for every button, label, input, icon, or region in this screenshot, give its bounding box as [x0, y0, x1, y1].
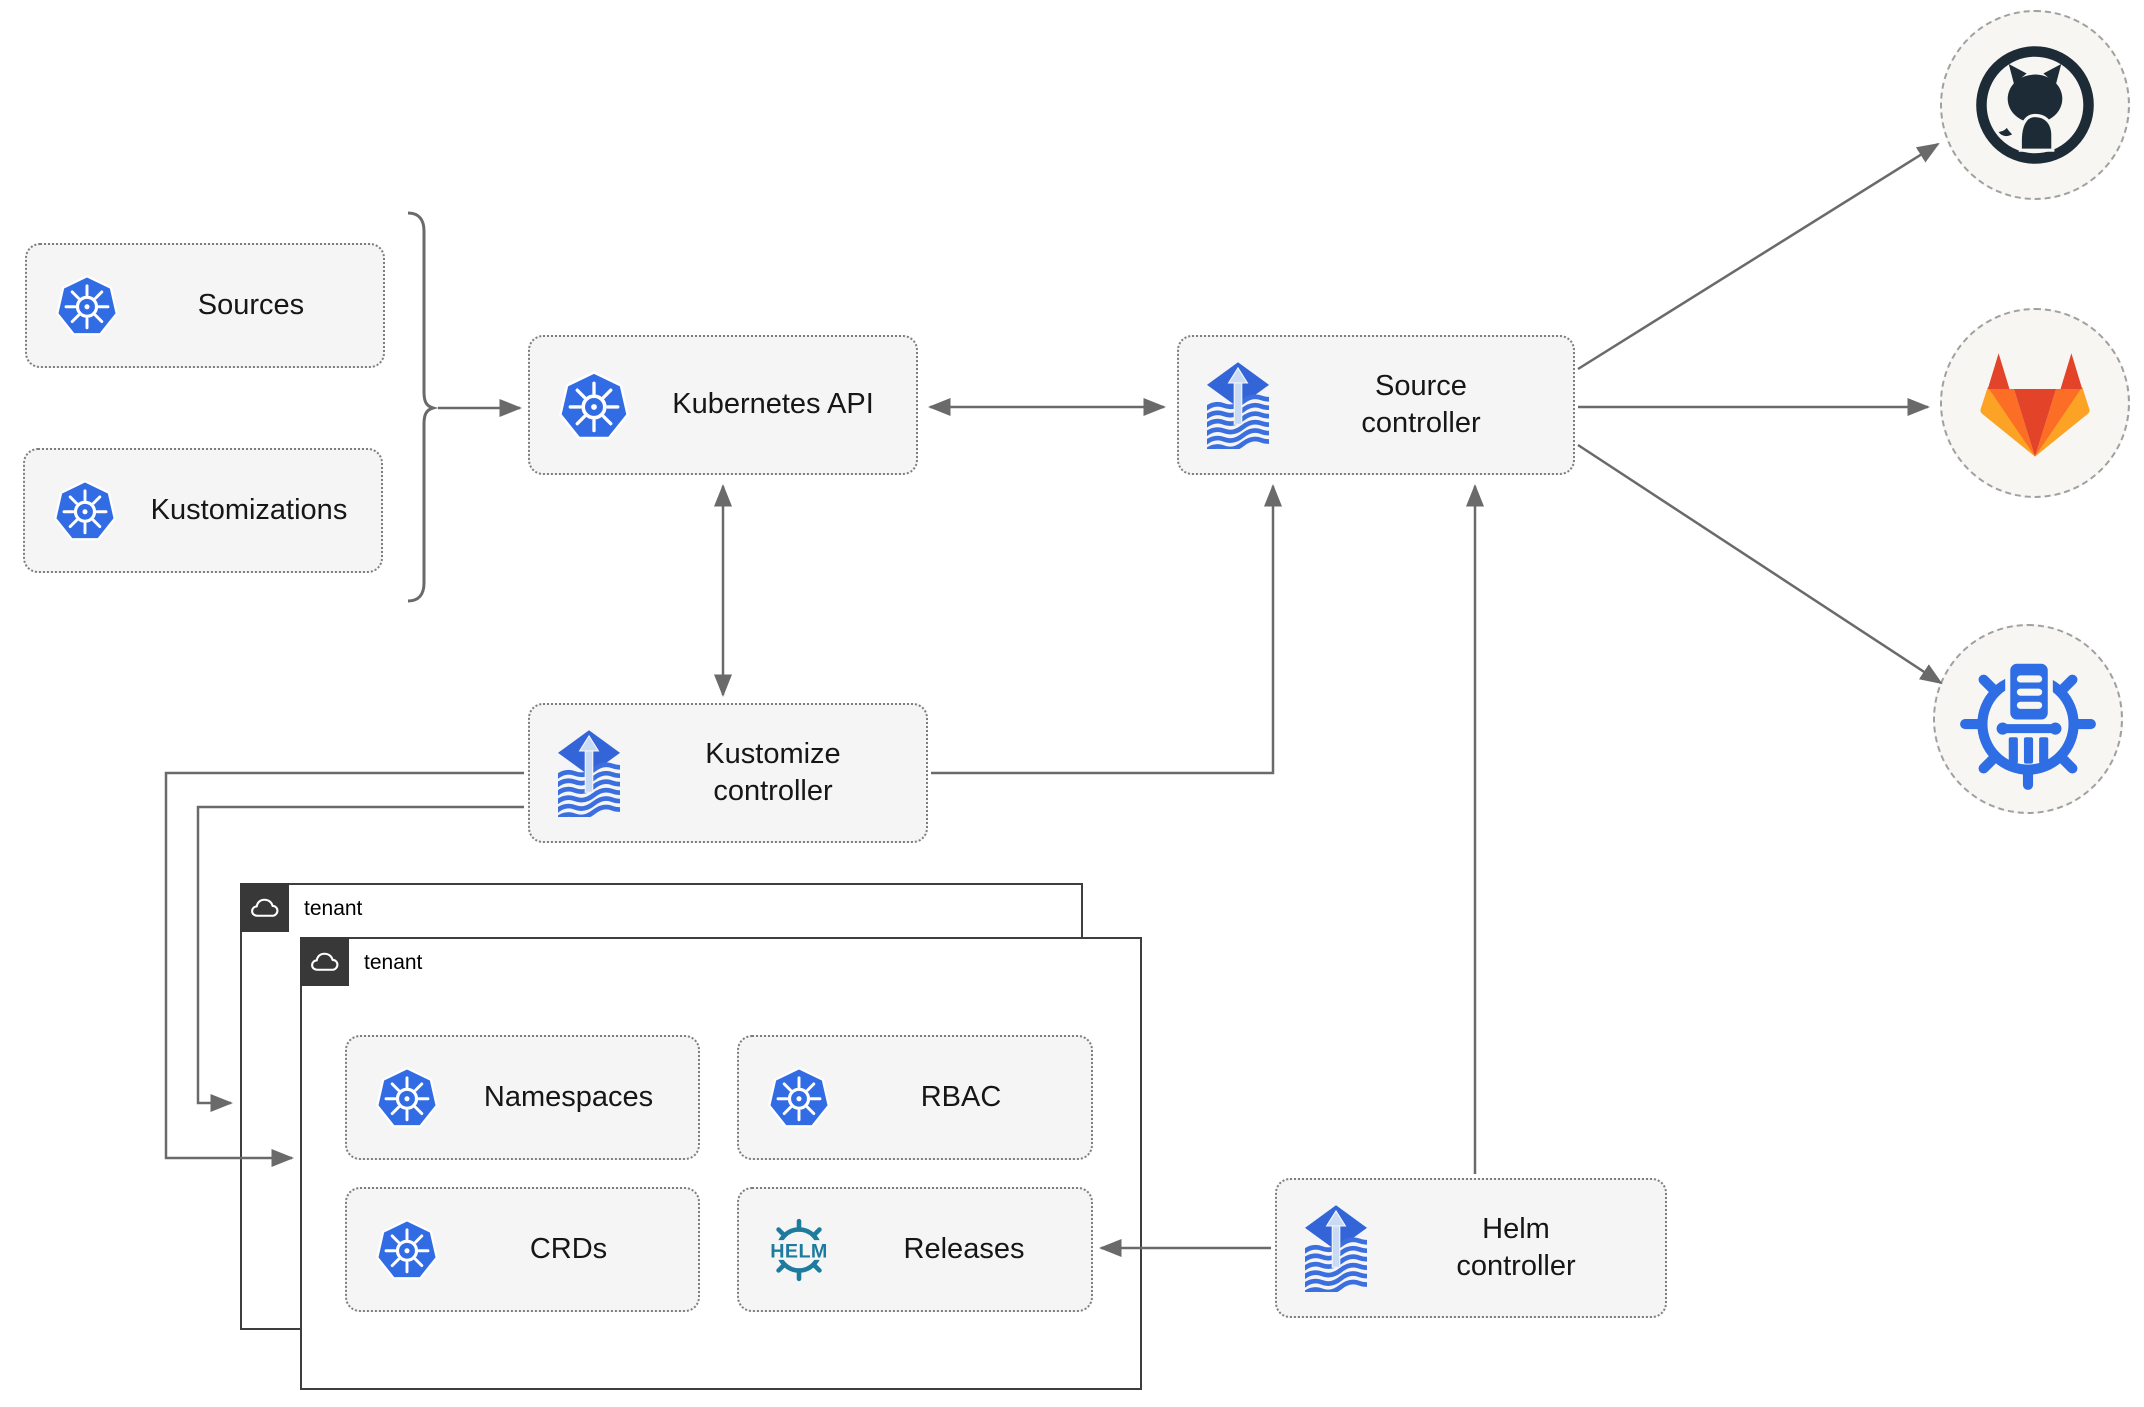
- inner-tenant-box: tenant: [299, 936, 1142, 1390]
- gitlab-icon: [1980, 353, 2090, 457]
- node-kustomize-controller: Kustomize controller: [528, 703, 928, 843]
- node-sources-label: Sources: [197, 288, 305, 321]
- cloud-icon: [299, 936, 349, 986]
- node-releases-label: Releases: [903, 1232, 1025, 1265]
- kubernetes-icon: [558, 371, 630, 440]
- outer-tenant-label: tenant: [304, 897, 363, 920]
- edge-kustomize-controller-to-source-controller: [931, 483, 1283, 775]
- node-crds-label: CRDs: [529, 1232, 608, 1265]
- node-helm-controller-label: Helm controller: [1456, 1212, 1576, 1282]
- cloud-icon: [239, 882, 289, 932]
- node-sources: Sources: [25, 243, 385, 368]
- node-rbac: RBAC: [737, 1035, 1093, 1160]
- flux-icon: [1305, 1205, 1367, 1292]
- edge-source-controller-to-github: [1577, 142, 1940, 371]
- node-namespaces: Namespaces: [345, 1035, 700, 1160]
- helm-repository-endpoint: [1933, 624, 2123, 814]
- node-kustomizations: Kustomizations: [23, 448, 383, 573]
- helm-icon: HELM: [765, 1218, 833, 1281]
- node-kubernetes-api: Kubernetes API: [528, 335, 918, 475]
- node-kubernetes-api-label: Kubernetes API: [672, 388, 874, 421]
- node-kustomizations-label: Kustomizations: [150, 493, 348, 526]
- kubernetes-icon: [767, 1067, 831, 1128]
- flux-icon: [558, 730, 620, 817]
- node-namespaces-label: Namespaces: [483, 1080, 654, 1113]
- node-source-controller-label: Source controller: [1361, 369, 1481, 439]
- node-releases: HELM Releases: [737, 1187, 1093, 1312]
- inner-tenant-label: tenant: [364, 951, 423, 974]
- kubernetes-icon: [375, 1219, 439, 1280]
- github-icon: [1976, 46, 2094, 164]
- node-rbac-label: RBAC: [920, 1080, 1002, 1113]
- edge-source-controller-to-helm-repository: [1577, 443, 1943, 685]
- gitlab-endpoint: [1940, 308, 2130, 498]
- flux-icon: [1207, 362, 1269, 449]
- node-crds: CRDs: [345, 1187, 700, 1312]
- github-endpoint: [1940, 10, 2130, 200]
- kubernetes-icon: [53, 480, 117, 541]
- helm-repository-icon: [1960, 658, 2096, 790]
- sources-group-brace: [407, 211, 439, 603]
- node-kustomize-controller-label: Kustomize controller: [705, 737, 841, 807]
- kubernetes-icon: [375, 1067, 439, 1128]
- node-helm-controller: Helm controller: [1275, 1178, 1667, 1318]
- kubernetes-icon: [55, 275, 119, 336]
- node-source-controller: Source controller: [1177, 335, 1575, 475]
- helm-logo-text: HELM: [770, 1240, 827, 1262]
